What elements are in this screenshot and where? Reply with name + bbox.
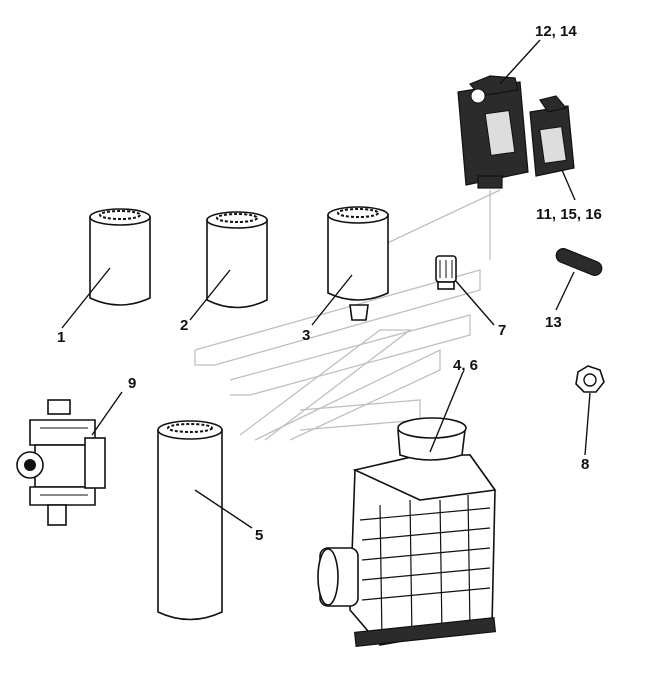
- callout-9: 9: [128, 375, 136, 392]
- filter-3[interactable]: [327, 206, 389, 321]
- leader-7: [454, 279, 495, 326]
- air-filter-housing-4-6[interactable]: [317, 417, 497, 647]
- leader-4-6: [429, 371, 464, 453]
- oil-canister-11-15-16[interactable]: [529, 95, 575, 177]
- callout-4-6: 4, 6: [453, 357, 478, 374]
- callout-5: 5: [255, 527, 263, 544]
- leader-8: [584, 392, 591, 456]
- sleeve-13[interactable]: [554, 247, 604, 278]
- leader-13: [555, 271, 575, 311]
- callout-2: 2: [180, 317, 188, 334]
- callout-3: 3: [302, 327, 310, 344]
- leader-1: [61, 267, 111, 329]
- oil-canister-12-14[interactable]: [457, 75, 529, 189]
- cap-7[interactable]: [435, 255, 457, 290]
- leader-3: [311, 274, 353, 326]
- leader-12-14: [499, 39, 541, 85]
- callout-1: 1: [57, 329, 65, 346]
- callout-7: 7: [498, 322, 506, 339]
- callout-13: 13: [545, 314, 562, 331]
- callout-12-14: 12, 14: [535, 23, 577, 40]
- leader-2: [189, 269, 231, 321]
- separator-9[interactable]: [16, 399, 106, 526]
- leader-5: [194, 489, 253, 529]
- callout-11-15-16: 11, 15, 16: [536, 206, 602, 223]
- leader-9: [91, 391, 123, 436]
- nut-8[interactable]: [575, 365, 605, 393]
- callout-8: 8: [581, 456, 589, 473]
- leader-11-15-16: [561, 169, 576, 201]
- filter-5[interactable]: [157, 420, 223, 621]
- filter-2[interactable]: [206, 211, 268, 309]
- filter-1[interactable]: [89, 208, 151, 306]
